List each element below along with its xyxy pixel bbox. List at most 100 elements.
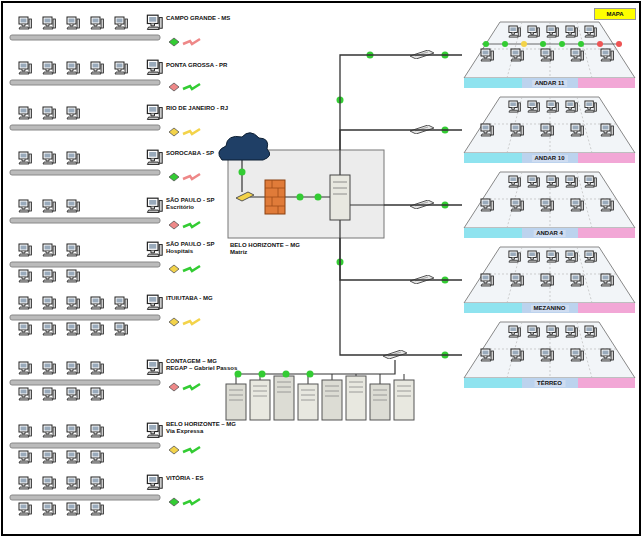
branch-site	[169, 38, 179, 46]
text-group: ANDAR 11	[532, 80, 568, 87]
server-farm	[370, 384, 390, 420]
branch-site	[67, 323, 80, 335]
server-farm	[226, 374, 414, 420]
floor-plan-outline	[481, 199, 494, 211]
floor-plan-outline	[541, 274, 554, 286]
branch-site	[147, 475, 162, 489]
floor-plan-outline	[541, 199, 554, 211]
floor-plan-outline	[528, 101, 540, 112]
site-label: SÃO PAULO - SP	[166, 197, 215, 204]
branch-site	[67, 62, 80, 74]
floor-plan-outline	[541, 49, 554, 61]
branch-site	[91, 425, 104, 437]
floor-plan-outline	[509, 251, 521, 262]
site-label: VITÓRIA - ES	[166, 475, 203, 482]
floor-name: ANDAR 10	[534, 155, 564, 162]
headquarters-figure	[330, 175, 350, 220]
server-farm	[259, 371, 266, 378]
branch-site	[10, 443, 160, 448]
floor-plan-outline	[481, 274, 494, 286]
server-farm	[298, 384, 318, 420]
floor-plan-outline	[571, 49, 584, 61]
branch-site	[183, 84, 200, 89]
branch-site	[43, 152, 56, 164]
floor-plan-outline	[509, 101, 521, 112]
branch-site	[169, 173, 179, 181]
branch-site	[10, 295, 200, 335]
branch-site	[19, 62, 32, 74]
branch-site	[43, 107, 56, 119]
server-farm	[346, 376, 366, 420]
branch-site	[19, 244, 32, 256]
branch-site	[19, 503, 32, 515]
floor-plan-outline	[571, 124, 584, 136]
server-farm	[229, 390, 243, 400]
floor-plan-outline	[578, 228, 635, 238]
headquarters-figure	[350, 204, 384, 205]
text-group: BELO HORIZONTE – MGMatriz	[230, 242, 300, 256]
floor-plan: ANDAR 10	[462, 95, 637, 165]
floor-plan-outline	[566, 326, 578, 337]
server-farm	[283, 371, 290, 378]
floor-plan-outline	[482, 247, 617, 303]
floor-plan-outline	[464, 228, 522, 238]
floor-plan-outline	[559, 41, 565, 47]
floor-plan-outline	[528, 326, 540, 337]
branch-site	[10, 495, 160, 500]
site-label: RIO DE JANEIRO - RJ	[166, 105, 228, 112]
floor-plan-outline	[509, 176, 521, 187]
site-label: REGAP – Gabriel Passos	[166, 365, 237, 372]
text-group: MEZANINO	[531, 305, 569, 312]
branch-site	[147, 60, 162, 74]
floor-plan-outline	[464, 247, 635, 303]
floor-plan-outline	[481, 49, 494, 61]
floor-plan-outline	[541, 349, 554, 361]
branch-site	[67, 477, 80, 489]
floor-plan: ANDAR 11	[462, 20, 637, 90]
server-farm	[373, 390, 387, 400]
floor-plan-outline	[571, 349, 584, 361]
branch-site	[10, 380, 160, 385]
floor-plan-outline	[585, 176, 597, 187]
server-farm	[349, 382, 363, 392]
branch-site	[67, 107, 80, 119]
floor-plan-outline	[578, 303, 635, 313]
branch-site	[19, 152, 32, 164]
branch-site	[183, 174, 200, 179]
floor-plan-outline	[601, 199, 614, 211]
headquarters-figure	[236, 192, 254, 201]
floor-plan-outline	[464, 22, 635, 78]
site-label: Matriz	[230, 249, 300, 256]
server-farm	[397, 386, 411, 396]
floor-plan-outline	[616, 41, 622, 47]
site-label: SÃO PAULO - SP	[166, 241, 215, 248]
branch-site	[91, 62, 104, 74]
floor-plan-outline	[464, 172, 635, 228]
headquarters-figure	[339, 220, 340, 238]
branch-site	[67, 244, 80, 256]
branch-site	[147, 423, 162, 437]
branch-site	[19, 425, 32, 437]
headquarters-box: BELO HORIZONTE – MGMatriz	[228, 150, 384, 238]
floor-plan-outline	[482, 172, 617, 228]
floor-plan-outline	[571, 274, 584, 286]
text-group: TÉRREO	[534, 380, 565, 387]
branch-site	[147, 198, 162, 212]
branch-site	[19, 388, 32, 400]
floor-plan-outline	[601, 274, 614, 286]
headquarters-figure	[265, 180, 285, 214]
branch-site	[10, 170, 160, 175]
headquarters-figure	[228, 150, 384, 238]
headquarters-figure	[219, 133, 270, 160]
branch-site	[147, 242, 162, 256]
map-label: MAPA	[606, 11, 623, 18]
floor-plan-outline	[547, 251, 559, 262]
branch-site	[183, 499, 200, 504]
branch-site	[43, 270, 56, 282]
site-label: Hospitais	[166, 248, 193, 255]
branch-site	[10, 35, 160, 40]
floor-plan-outline	[547, 101, 559, 112]
floor-plan-outline	[464, 303, 522, 313]
branch-site	[67, 388, 80, 400]
branch-site	[10, 242, 200, 282]
